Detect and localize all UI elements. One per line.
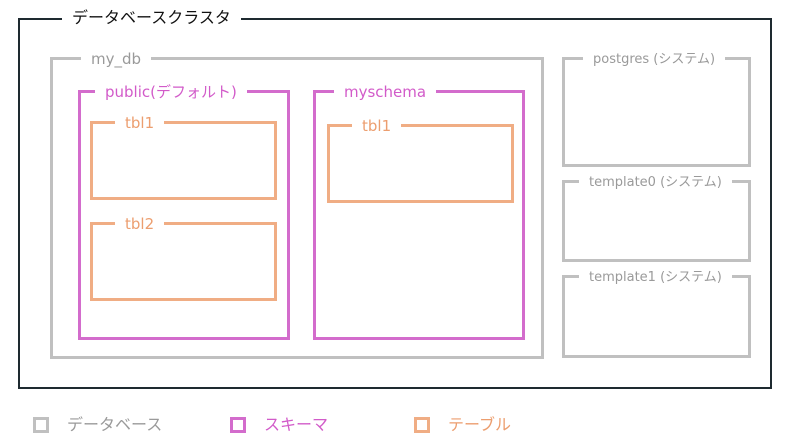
table-myschema-tbl1-label: tbl1 xyxy=(352,116,402,136)
database-postgres-label: postgres (システム) xyxy=(583,50,726,70)
table-public-tbl2-label: tbl2 xyxy=(115,214,165,234)
table-public-tbl2: tbl2 xyxy=(90,214,277,301)
legend-database-label: データベース xyxy=(67,415,163,434)
legend-database: データベース xyxy=(33,414,162,436)
table-public-tbl1-label: tbl1 xyxy=(115,113,165,133)
database-template0-label: template0 (システム) xyxy=(579,173,732,193)
legend-schema-swatch xyxy=(230,417,246,433)
schema-myschema-label: myschema xyxy=(334,82,437,102)
legend-table-label: テーブル xyxy=(448,415,512,434)
legend-table: テーブル xyxy=(414,414,511,436)
legend-database-swatch xyxy=(33,417,49,433)
table-myschema-tbl1: tbl1 xyxy=(327,116,514,203)
database-my-db-label: my_db xyxy=(81,49,152,69)
legend-table-swatch xyxy=(414,417,430,433)
legend-schema-label: スキーマ xyxy=(264,415,329,434)
legend-schema: スキーマ xyxy=(230,414,328,436)
database-cluster-label: データベースクラスタ xyxy=(62,8,241,28)
database-template1: template1 (システム) xyxy=(562,268,751,358)
database-template0: template0 (システム) xyxy=(562,173,751,262)
table-public-tbl1: tbl1 xyxy=(90,113,277,200)
database-postgres: postgres (システム) xyxy=(562,50,751,167)
schema-public-label: public(デフォルト) xyxy=(95,82,247,102)
database-template1-label: template1 (システム) xyxy=(579,268,732,288)
